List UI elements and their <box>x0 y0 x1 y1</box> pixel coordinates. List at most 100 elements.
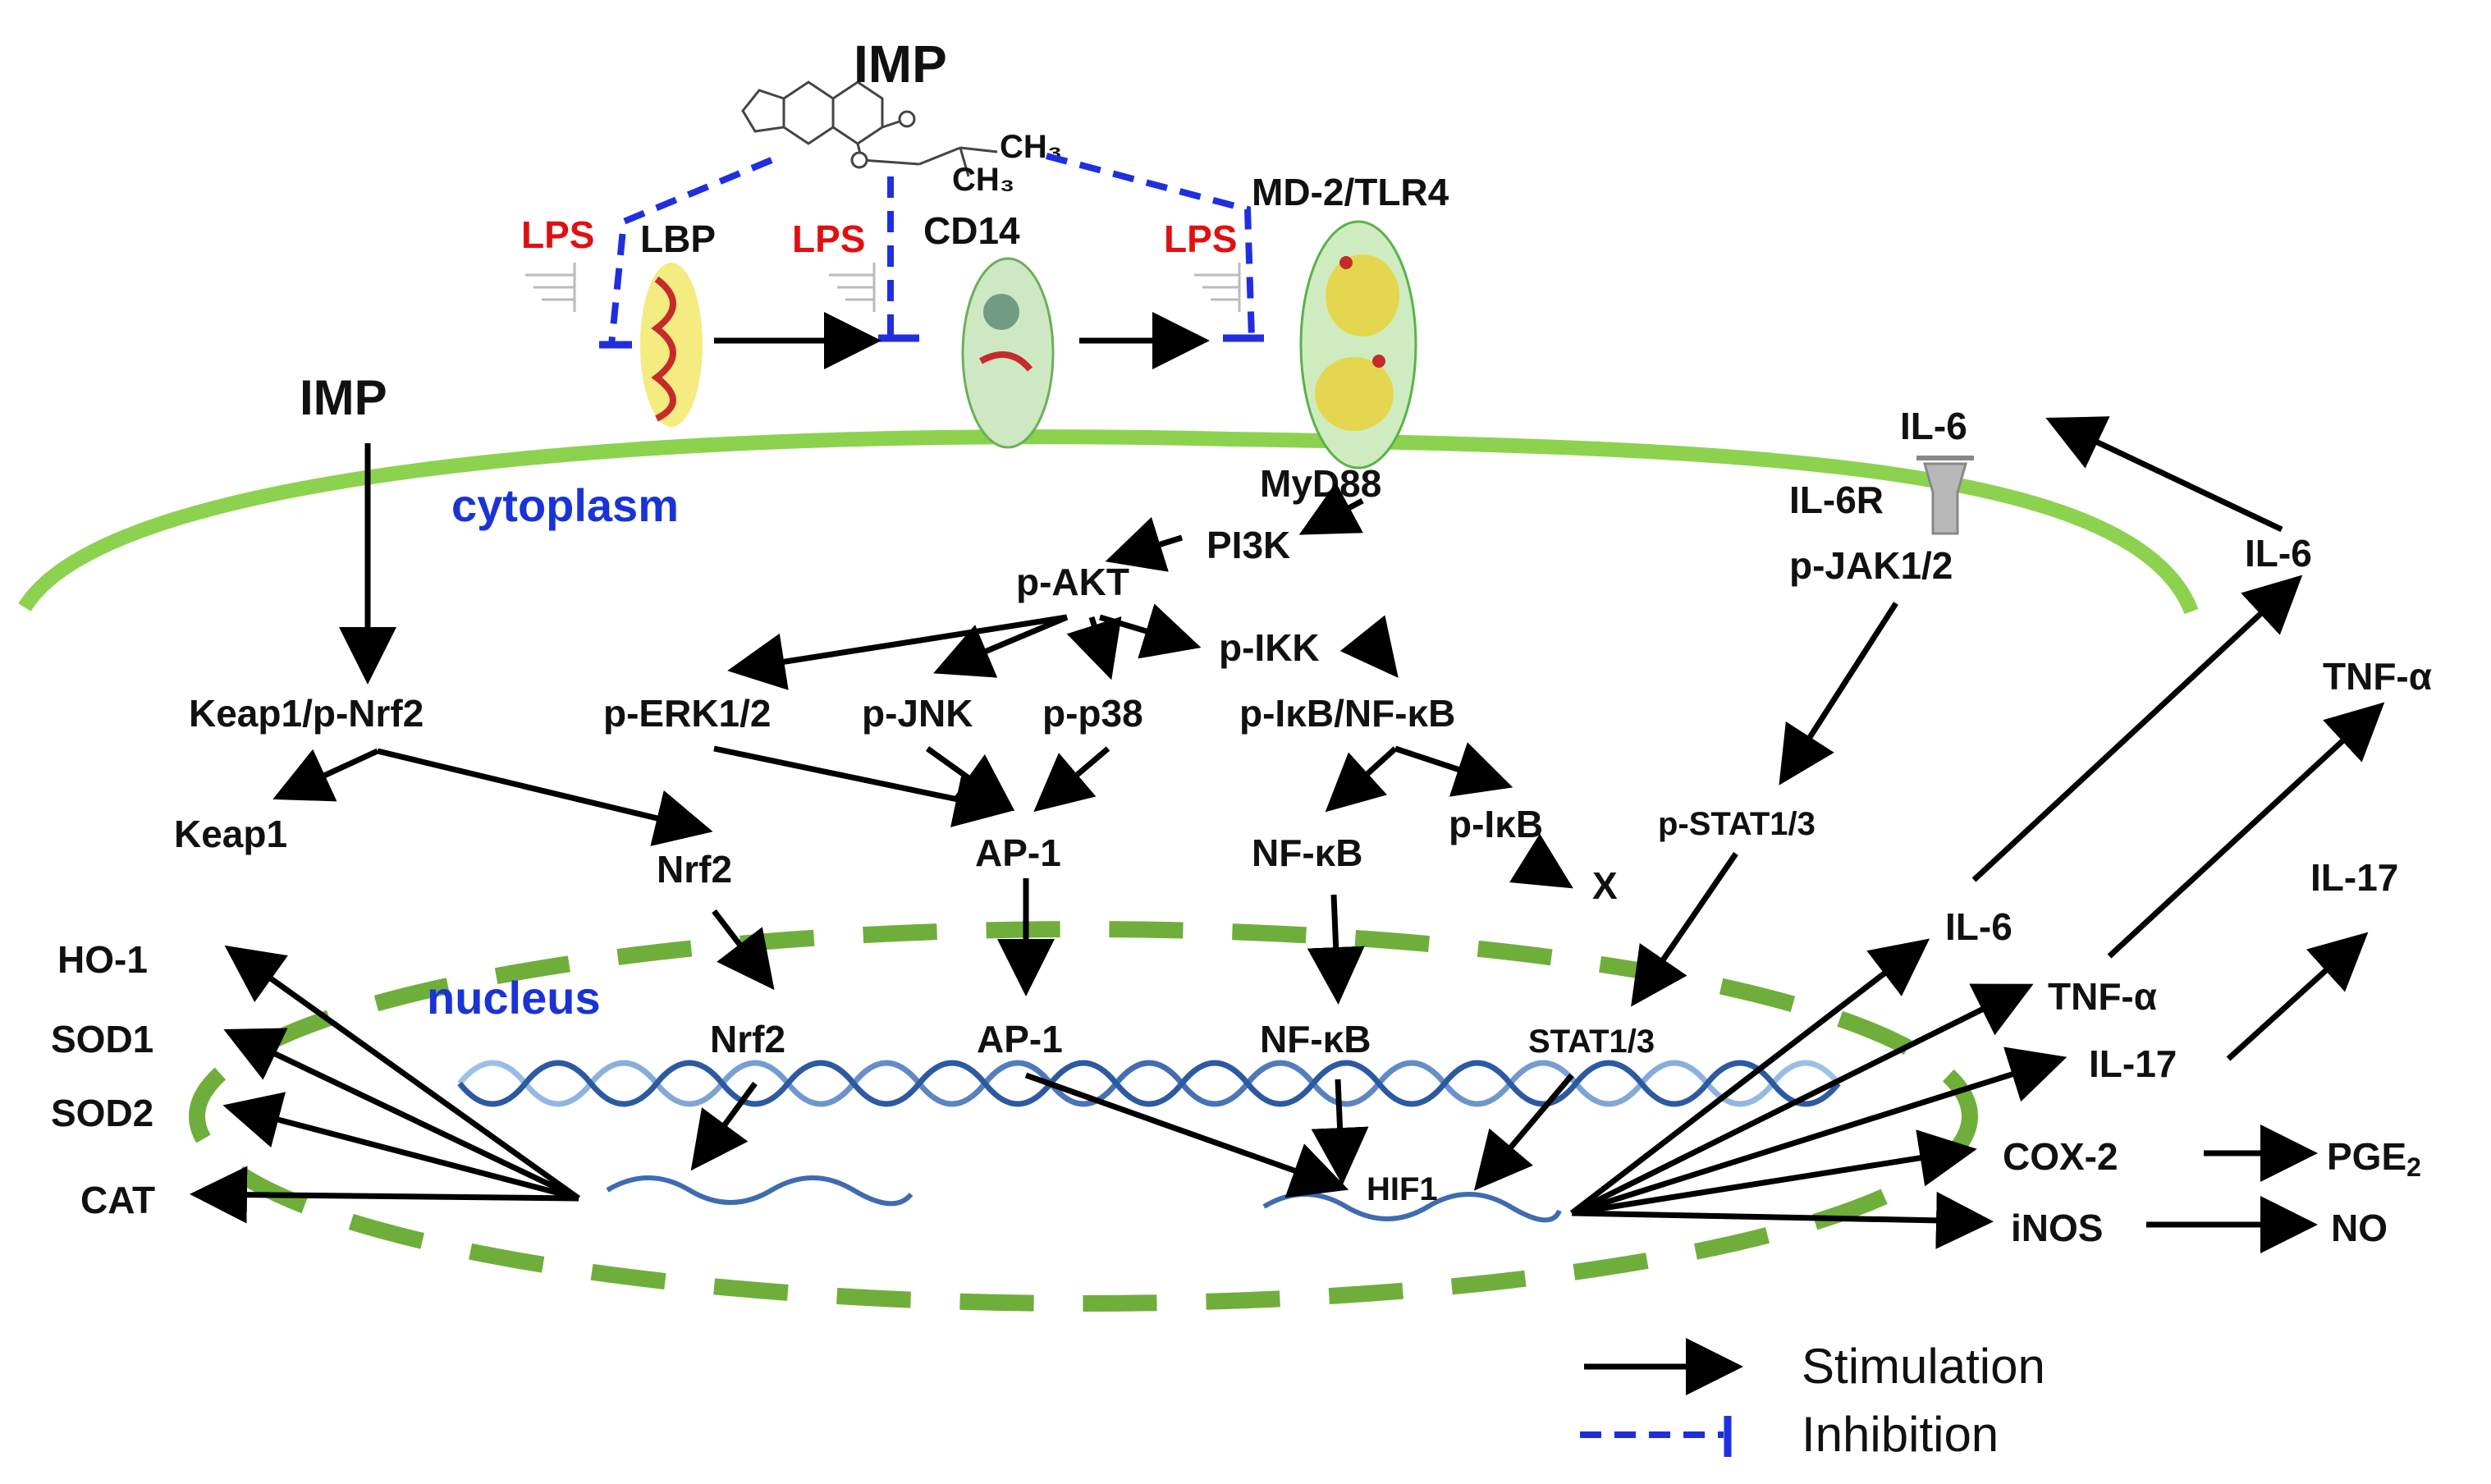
dna-helix <box>457 1060 1841 1107</box>
legend: Stimulation Inhibition <box>1580 1338 2045 1462</box>
lbp-label: LBP <box>640 218 716 260</box>
arrow-pjak-pstat <box>1779 602 1898 786</box>
arrow-to-cat <box>190 1166 579 1224</box>
arrow-nfkb-hif1 <box>1311 1079 1369 1185</box>
nrf2-cyto-label: Nrf2 <box>657 848 732 891</box>
pge2-subscript: 2 <box>2406 1152 2421 1182</box>
arrow-pakt-perk <box>727 614 1068 690</box>
arrow-to-ho1 <box>224 945 581 1201</box>
pikb-label: p-IκB <box>1449 803 1543 845</box>
pikk-label: p-IKK <box>1219 626 1320 669</box>
pjak-label: p-JAK1/2 <box>1789 544 1953 587</box>
ho1-label: HO-1 <box>57 938 148 981</box>
arrow-pikb-degrade <box>1509 833 1573 889</box>
arrow-pikk-pikb <box>1339 615 1399 678</box>
no-label: NO <box>2331 1207 2388 1249</box>
perk-label: p-ERK1/2 <box>603 692 771 735</box>
imp-structure <box>741 80 998 177</box>
nfkb-cyto-label: NF-κB <box>1252 831 1363 874</box>
lbp-protein-icon <box>640 263 703 427</box>
mrna-left <box>606 1175 914 1207</box>
pp38-label: p-p38 <box>1042 692 1143 735</box>
cat-label: CAT <box>80 1179 155 1221</box>
stat-nucleus-label: STAT1/3 <box>1528 1024 1655 1060</box>
arrow-to-cox2 <box>1571 1129 1977 1216</box>
pge2-label: PGE2 <box>2327 1135 2421 1182</box>
arrow-il6-secreted <box>2045 416 2283 533</box>
arrow-to-inos <box>1571 1191 1994 1249</box>
cd14-label: CD14 <box>923 209 1020 252</box>
lps-molecule-icon-3 <box>1194 263 1241 312</box>
arrow-pikb-nfkb <box>1325 746 1398 813</box>
arrow-to-il6 <box>1569 938 1930 1216</box>
arrow-nfkb-nuclear <box>1307 894 1365 1005</box>
ap1-cyto-label: AP-1 <box>975 831 1061 874</box>
hif1-label: HIF1 <box>1367 1171 1438 1207</box>
arrow-to-il17 <box>1570 1047 2067 1216</box>
arrow-pstat-stat <box>1631 852 1738 1007</box>
il6-output-label: IL-6 <box>1945 905 2012 948</box>
nfkb-nucleus-label: NF-κB <box>1260 1018 1371 1060</box>
legend-inhibition-label: Inhibition <box>1802 1407 1999 1462</box>
pstat-label: p-STAT1/3 <box>1658 806 1816 842</box>
il6r-label: IL-6R <box>1789 479 1884 521</box>
arrow-pakt-pikk <box>1098 603 1202 659</box>
pjnk-label: p-JNK <box>862 692 973 735</box>
arrow-ap1-hif1 <box>1024 1072 1349 1198</box>
tnfa-secreted-label: TNF-α <box>2323 655 2432 698</box>
degradation-mark: X <box>1592 864 1618 907</box>
lps-molecule-icon-1 <box>525 263 576 312</box>
arrow-to-sod2 <box>222 1092 579 1202</box>
sod2-label: SOD2 <box>51 1092 153 1134</box>
il17-output-label: IL-17 <box>2089 1042 2177 1085</box>
inos-label: iNOS <box>2011 1207 2103 1249</box>
lps-label-3: LPS <box>1164 218 1237 260</box>
nucleus-envelope <box>189 921 1978 1312</box>
legend-stimulation-label: Stimulation <box>1802 1339 2045 1394</box>
imp-left-label: IMP <box>300 370 387 425</box>
arrow-to-sod1 <box>223 1028 580 1202</box>
il6-right-label: IL-6 <box>2245 532 2312 575</box>
inhibition-line-lbp <box>608 157 773 346</box>
nucleus-label: nucleus <box>427 972 601 1024</box>
arrow-pp38-ap1 <box>1033 746 1110 813</box>
arrow-pakt-pjnk <box>933 614 1069 678</box>
il6-top-label: IL-6 <box>1900 405 1967 447</box>
arrow-pjnk-ap1 <box>925 746 1015 812</box>
lps-label-1: LPS <box>521 213 594 256</box>
keap-pnrf2-label: Keap1/p-Nrf2 <box>189 692 424 735</box>
imp-top-label: IMP <box>854 34 947 94</box>
md2-tlr4-protein-icon <box>1299 220 1417 469</box>
pi3k-label: PI3K <box>1207 524 1290 566</box>
ch3-label-bottom: CH₃ <box>952 162 1014 198</box>
arrow-keap-nrf2 <box>377 748 713 846</box>
arrow-perk-ap1 <box>713 745 1013 827</box>
pikb-nfkb-label: p-IκB/NF-κB <box>1239 692 1455 735</box>
arrow-il6-up <box>1971 575 2303 882</box>
cell-membrane <box>18 429 2199 615</box>
keap1-label: Keap1 <box>174 813 287 855</box>
cox2-label: COX-2 <box>2003 1135 2118 1178</box>
lps-molecule-icon-2 <box>829 263 876 312</box>
arrow-nrf2-mrna <box>690 1081 758 1171</box>
md2-tlr4-label: MD-2/TLR4 <box>1252 171 1449 213</box>
il17-secreted-label: IL-17 <box>2310 856 2398 899</box>
nrf2-nucleus-label: Nrf2 <box>710 1018 785 1060</box>
arrow-tnfa-up <box>2107 702 2385 959</box>
ap1-nucleus-label: AP-1 <box>977 1018 1063 1060</box>
arrow-pi3k-pakt <box>1105 516 1184 572</box>
tnfa-output-label: TNF-α <box>2048 975 2157 1018</box>
cytoplasm-label: cytoplasm <box>451 479 679 531</box>
arrow-to-tnfa <box>1570 983 2034 1216</box>
il6r-receptor-icon <box>1916 456 1974 535</box>
arrow-myd88-pi3k <box>1298 482 1364 535</box>
pakt-label: p-AKT <box>1016 561 1129 603</box>
myd88-label: MyD88 <box>1260 462 1381 505</box>
inhibition-line-tlr4 <box>1045 153 1255 339</box>
sod1-label: SOD1 <box>51 1018 153 1060</box>
arrow-pakt-pp38 <box>1066 616 1122 680</box>
arrow-il17-up <box>2226 932 2369 1061</box>
arrow-stat-hif1 <box>1473 1073 1574 1191</box>
